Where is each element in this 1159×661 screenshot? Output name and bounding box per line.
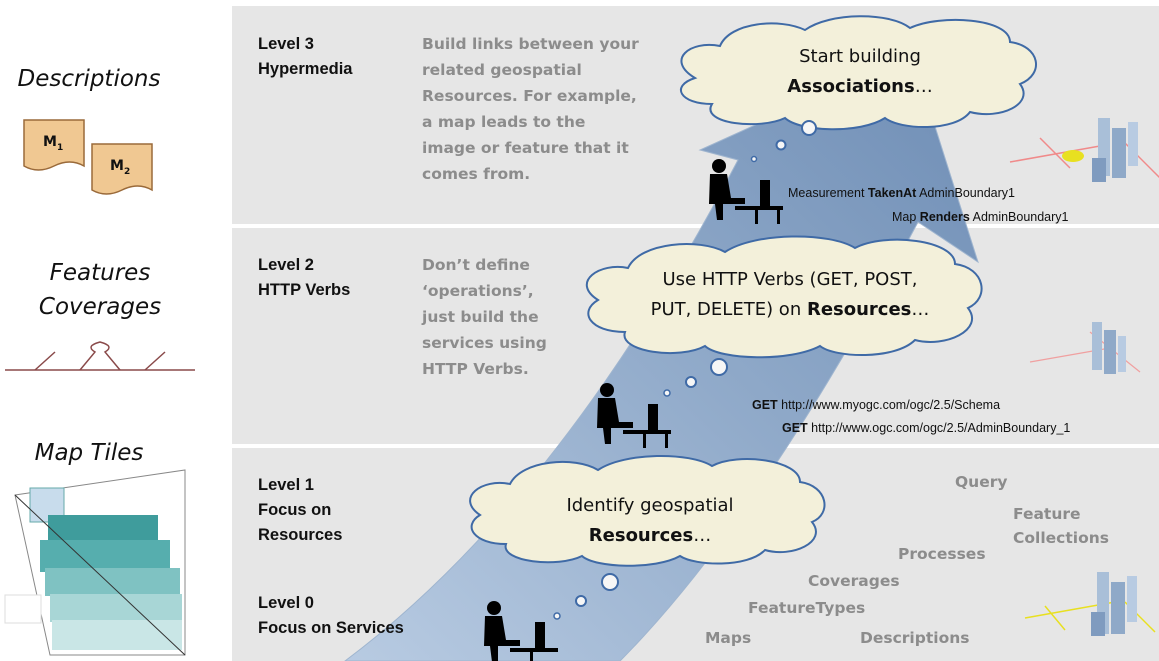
doc-m2-letter: M bbox=[110, 158, 124, 174]
resource-featuretypes: FeatureTypes bbox=[748, 599, 866, 617]
thought-bubble bbox=[750, 155, 758, 163]
cloud-bold: Resources bbox=[588, 525, 694, 546]
doc-m1-sub: 1 bbox=[56, 142, 64, 153]
level2-label: Level 2 HTTP Verbs bbox=[258, 253, 350, 303]
ex-text: Measurement bbox=[788, 186, 868, 200]
cloud-line: Resources… bbox=[520, 521, 780, 551]
ex-text: http://www.ogc.com/ogc/2.5/AdminBoundary… bbox=[807, 421, 1071, 435]
document-m1-icon bbox=[23, 119, 85, 171]
desc-line: image or feature that it bbox=[422, 139, 629, 157]
desc-line: a map leads to the bbox=[422, 113, 586, 131]
thought-bubble bbox=[575, 595, 587, 607]
level1-cloud bbox=[469, 455, 826, 567]
city-map-icon bbox=[1024, 572, 1156, 636]
level2-cloud bbox=[585, 235, 983, 359]
resource-query: Query bbox=[955, 473, 1008, 491]
cloud-line: Start building bbox=[799, 46, 921, 67]
resource-descriptions: Descriptions bbox=[860, 629, 970, 647]
level3-example-1: Measurement TakenAt AdminBoundary1 bbox=[788, 186, 1015, 200]
ex-text: http://www.myogc.com/ogc/2.5/Schema bbox=[777, 398, 1001, 412]
coverages-heading: Coverages bbox=[38, 294, 162, 320]
descriptions-heading: Descriptions bbox=[17, 66, 161, 92]
level0-title: Focus on Services bbox=[258, 619, 404, 637]
thought-bubble bbox=[685, 376, 697, 388]
ex-bold: GET bbox=[752, 398, 778, 412]
desc-line: just build the bbox=[422, 308, 539, 326]
map-tiles-heading: Map Tiles bbox=[34, 440, 144, 466]
city-map-icon bbox=[1029, 322, 1141, 374]
level1-label: Level 1 Focus on Resources bbox=[258, 473, 342, 548]
cloud-ellipsis: … bbox=[914, 76, 933, 97]
desc-line: ‘operations’, bbox=[422, 282, 534, 300]
city-map-icon bbox=[1009, 118, 1159, 182]
doc-m2-label: M2 bbox=[110, 158, 130, 177]
cloud-bold: Associations bbox=[787, 76, 915, 97]
cloud-line: Use HTTP Verbs (GET, POST, bbox=[662, 269, 918, 290]
level0-number: Level 0 bbox=[258, 594, 314, 612]
ex-text: AdminBoundary1 bbox=[916, 186, 1015, 200]
ex-bold: GET bbox=[782, 421, 808, 435]
level3-number: Level 3 bbox=[258, 35, 314, 53]
desc-line: Build links between your bbox=[422, 35, 639, 53]
resource-coverages: Coverages bbox=[808, 572, 900, 590]
cloud-ellipsis: … bbox=[911, 299, 930, 320]
ex-bold: Renders bbox=[919, 210, 970, 224]
thought-bubble bbox=[601, 573, 619, 591]
ex-text: Map bbox=[892, 210, 920, 224]
thought-bubble bbox=[663, 389, 671, 397]
thought-bubble bbox=[553, 612, 561, 620]
features-heading: Features bbox=[49, 260, 151, 286]
developer-icon bbox=[484, 601, 558, 661]
desc-line: related geospatial bbox=[422, 61, 582, 79]
map-tiles-icon bbox=[4, 469, 186, 656]
desc-line: comes from. bbox=[422, 165, 531, 183]
ex-bold: TakenAt bbox=[867, 186, 917, 200]
resource-line: Feature bbox=[1013, 505, 1081, 523]
level2-cloud-text: Use HTTP Verbs (GET, POST, PUT, DELETE) … bbox=[640, 265, 940, 325]
level1-number: Level 1 bbox=[258, 476, 314, 494]
thought-bubble bbox=[775, 139, 787, 151]
level3-cloud bbox=[680, 15, 1037, 131]
cloud-line: Identify geospatial bbox=[566, 495, 734, 516]
desc-line: Don’t define bbox=[422, 256, 530, 274]
thought-bubble bbox=[801, 120, 817, 136]
developer-icon bbox=[597, 383, 671, 448]
resource-maps: Maps bbox=[705, 629, 752, 647]
desc-line: services using bbox=[422, 334, 547, 352]
level3-description: Build links between your related geospat… bbox=[422, 31, 639, 187]
resource-feature-collections: Feature Collections bbox=[1013, 502, 1109, 550]
doc-m1-label: M1 bbox=[43, 134, 63, 153]
level2-description: Don’t define ‘operations’, just build th… bbox=[422, 252, 547, 382]
level2-title: HTTP Verbs bbox=[258, 281, 351, 299]
level3-cloud-text: Start building Associations… bbox=[740, 42, 980, 102]
resource-line: Collections bbox=[1013, 529, 1109, 547]
cloud-line: PUT, DELETE) on Resources… bbox=[640, 295, 940, 325]
cloud-bold: Resources bbox=[806, 299, 912, 320]
desc-line: Resources. For example, bbox=[422, 87, 637, 105]
document-m2-icon bbox=[91, 143, 153, 195]
level3-example-2: Map Renders AdminBoundary1 bbox=[892, 210, 1069, 224]
doc-m2-sub: 2 bbox=[123, 166, 131, 177]
features-coverages-icon bbox=[5, 341, 195, 371]
level2-number: Level 2 bbox=[258, 256, 314, 274]
resource-processes: Processes bbox=[898, 545, 986, 563]
thought-bubble bbox=[710, 358, 728, 376]
level1-title: Focus on bbox=[258, 501, 332, 519]
doc-m1-letter: M bbox=[43, 134, 57, 150]
level2-example-2: GET http://www.ogc.com/ogc/2.5/AdminBoun… bbox=[782, 421, 1070, 435]
cloud-text-part: PUT, DELETE) on bbox=[650, 299, 807, 320]
level0-label: Level 0 Focus on Services bbox=[258, 591, 404, 641]
desc-line: HTTP Verbs. bbox=[422, 360, 529, 378]
developer-icon bbox=[709, 159, 783, 224]
level3-label: Level 3 Hypermedia bbox=[258, 32, 352, 82]
ex-text: AdminBoundary1 bbox=[969, 210, 1069, 224]
cloud-ellipsis: … bbox=[693, 525, 712, 546]
level1-cloud-text: Identify geospatial Resources… bbox=[520, 491, 780, 551]
level1-title: Resources bbox=[258, 526, 343, 544]
cloud-line: Associations… bbox=[740, 72, 980, 102]
level2-example-1: GET http://www.myogc.com/ogc/2.5/Schema bbox=[752, 398, 1000, 412]
level3-title: Hypermedia bbox=[258, 60, 353, 78]
